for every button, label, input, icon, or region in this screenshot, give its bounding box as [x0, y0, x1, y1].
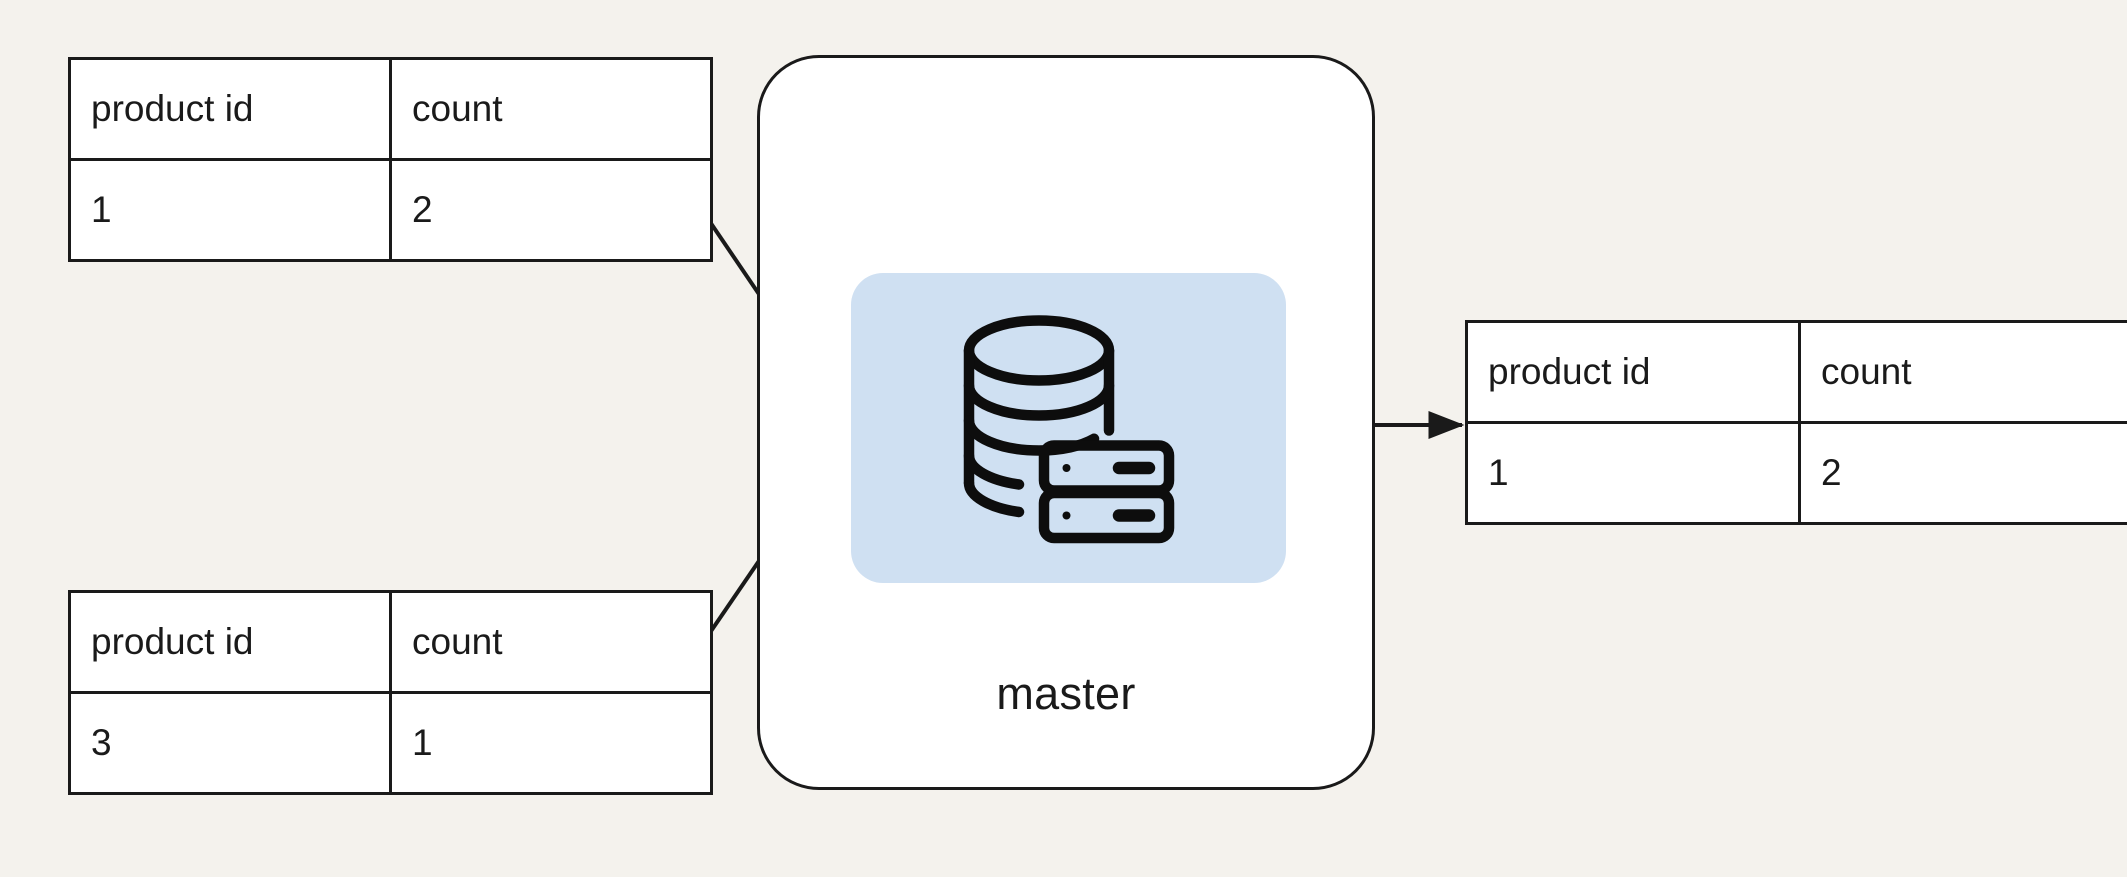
master-node-label: master: [996, 668, 1136, 719]
column-header-count: count: [389, 57, 713, 161]
cell-count: 2: [1798, 421, 2127, 525]
column-header-count: count: [389, 590, 713, 694]
column-header-product-id: product id: [68, 57, 392, 161]
output-table: product id count 1 2: [1465, 320, 2127, 525]
cell-count: 1: [389, 691, 713, 795]
table-row: 1 2: [68, 158, 713, 262]
column-header-product-id: product id: [1465, 320, 1801, 424]
table-header-row: product id count: [68, 57, 713, 161]
table-header-row: product id count: [1465, 320, 2127, 424]
database-icon-box: [851, 273, 1286, 583]
cell-product-id: 1: [68, 158, 392, 262]
table-header-row: product id count: [68, 590, 713, 694]
input-table-a: product id count 1 2: [68, 57, 713, 262]
database-icon: [963, 315, 1174, 544]
table-row: 3 1: [68, 691, 713, 795]
column-header-count: count: [1798, 320, 2127, 424]
column-header-product-id: product id: [68, 590, 392, 694]
master-node: master: [757, 55, 1375, 790]
cell-product-id: 1: [1465, 421, 1801, 525]
table-row: 1 2: [1465, 421, 2127, 525]
input-table-b: product id count 3 1: [68, 590, 713, 795]
cell-product-id: 3: [68, 691, 392, 795]
cell-count: 2: [389, 158, 713, 262]
